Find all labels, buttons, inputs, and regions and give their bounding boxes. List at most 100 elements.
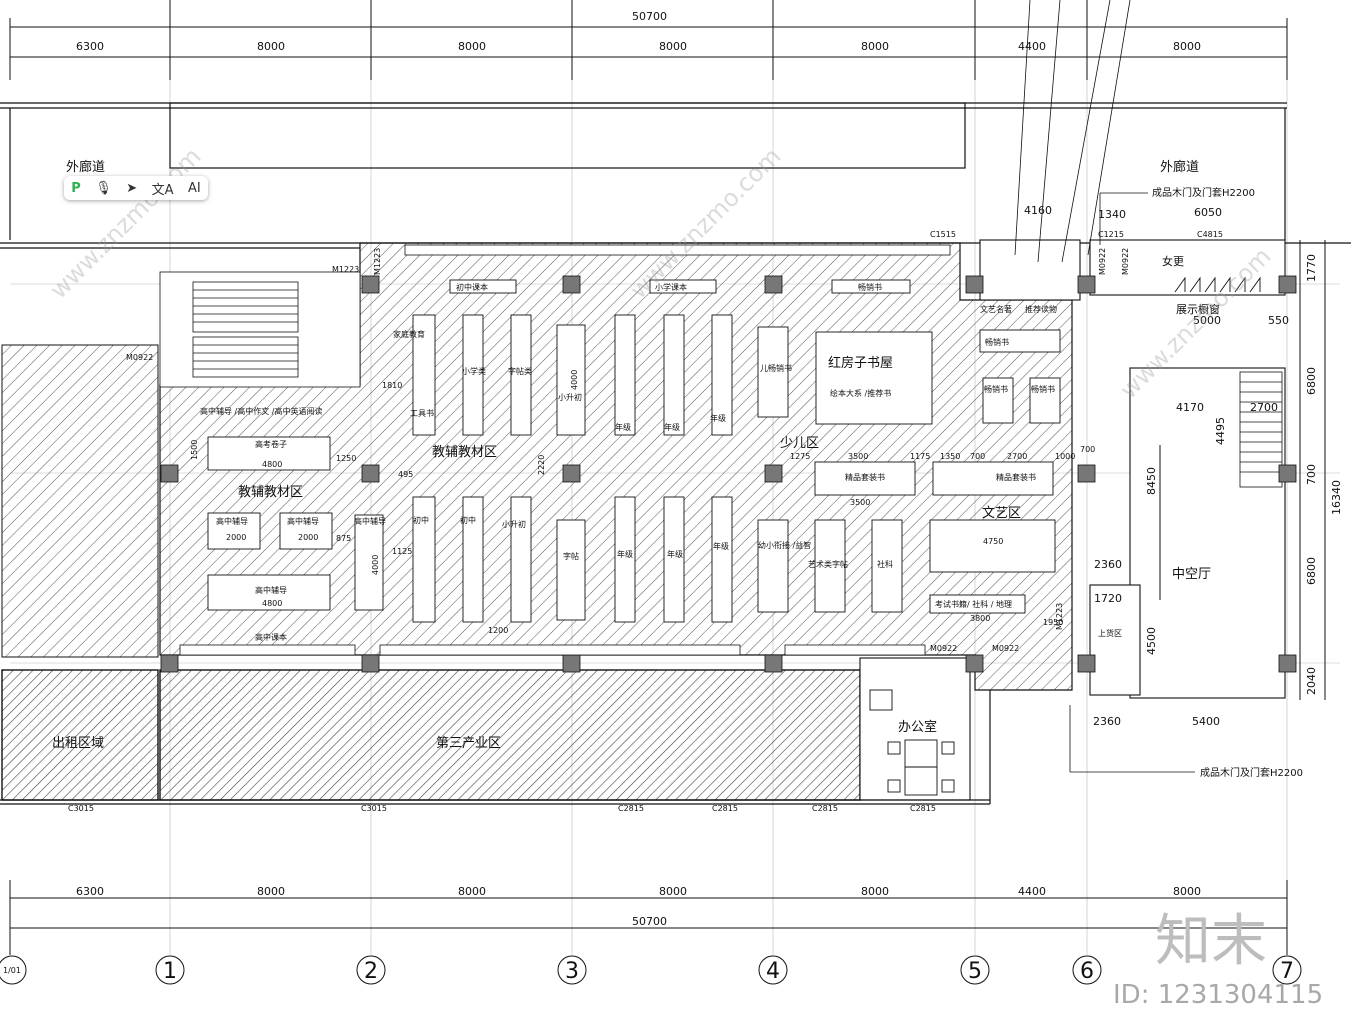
shelf-label-2: 小学课本 [655, 282, 687, 292]
shelf-label-25: 精品套装书 [845, 472, 885, 482]
office-furniture [869, 689, 955, 796]
atrium-stairs [1239, 371, 1283, 488]
bottom-dimensions [9, 880, 1288, 955]
note-door-top: 成品木门及门套H2200 [1152, 186, 1255, 199]
zone-children: 少儿区 [780, 436, 819, 451]
window-c1515: C1515 [930, 230, 956, 239]
dim-1500: 1500 [190, 440, 199, 460]
window-c3015b: C3015 [361, 804, 387, 813]
dim-2700: 2700 [1250, 401, 1278, 414]
dim-bay-1: 6300 [76, 40, 104, 53]
dim-4495: 4495 [1214, 417, 1227, 445]
zone-red-house: 红房子书屋 [828, 355, 893, 371]
floating-toolbar: P 🎙 ➤ 文A AI [64, 176, 208, 200]
dim-inner-8450: 8450 [1145, 467, 1158, 495]
send-icon[interactable]: ➤ [126, 180, 138, 196]
dim-inner-4500: 4500 [1145, 627, 1158, 655]
dim-875: 875 [336, 534, 351, 543]
zone-picture-books: 绘本大系 /推荐书 [830, 388, 891, 398]
shelf-label-20: 高中辅导 [216, 516, 248, 526]
shelf-label-37: 考试书籍/ 社科 / 地理 [935, 599, 1012, 609]
dim-total-bottom: 50700 [632, 915, 667, 928]
shelf-label-27: 初中 [413, 515, 429, 525]
dim-2000a: 2000 [226, 533, 246, 542]
shelf-label-33: 年级 [713, 541, 729, 551]
shelf-label-26: 精品套装书 [996, 472, 1036, 482]
window-c4815: C4815 [1197, 230, 1223, 239]
door-m1: M1223 [1055, 603, 1064, 630]
dim-1350: 1350 [940, 452, 960, 461]
showcase-shelves [1174, 276, 1261, 293]
dim-3500b: 3500 [850, 498, 870, 507]
door-m0922e: M0922 [1121, 248, 1130, 275]
dim-1950: 1950 [1043, 618, 1063, 627]
dim-bottom-bay-6: 4400 [1018, 885, 1046, 898]
axis-label-1: 1 [163, 959, 177, 984]
dim-5400: 5400 [1192, 715, 1220, 728]
axis-label-4: 4 [766, 959, 780, 984]
shelf-label-34: 幼小衔接 /益智 [758, 540, 811, 550]
shelf-label-22: 高中辅导 [354, 516, 386, 526]
dim-bay-4: 8000 [659, 40, 687, 53]
window-c2815d: C2815 [910, 804, 936, 813]
top-wall-shelves [179, 244, 951, 656]
shelf-label-6: 小学类 [462, 366, 486, 376]
shelf-label-7: 字帖类 [508, 366, 532, 376]
shelf-label-16: 畅销书 [984, 384, 1008, 394]
zone-locker: 女更 [1162, 254, 1184, 268]
translate-icon[interactable]: 文A [151, 182, 174, 198]
axis-label-2: 2 [364, 959, 378, 984]
dim-4160: 4160 [1024, 204, 1052, 217]
door-m0922b: M0922 [930, 644, 957, 653]
zone-corridor-left: 外廊道 [66, 159, 105, 175]
dim-700a: 700 [970, 452, 985, 461]
dim-bay-2: 8000 [257, 40, 285, 53]
zone-teaching-center: 教辅教材区 [432, 444, 497, 460]
shelf-label-28: 初中 [460, 515, 476, 525]
dim-3800: 3800 [970, 614, 990, 623]
zone-loading: 上货区 [1098, 628, 1122, 638]
window-c2815c: C2815 [812, 804, 838, 813]
door-m1223a: M1223 [332, 265, 359, 274]
shelf-label-17: 畅销书 [1031, 384, 1055, 394]
shelf-label-35: 艺术类字帖 [808, 559, 848, 569]
dim-2700b: 2700 [1007, 452, 1027, 461]
shelf-label-12: 儿畅销书 [760, 363, 792, 373]
dim-2360a: 2360 [1094, 558, 1122, 571]
tertiary-area [159, 669, 861, 801]
shelf-label-19: 高考卷子 [255, 439, 287, 449]
dim-6050: 6050 [1194, 206, 1222, 219]
left-hatched-block [1, 344, 159, 658]
zone-tertiary: 第三产业区 [436, 736, 501, 751]
shelf-label-13: 文艺名著 [980, 304, 1012, 314]
rental-area [1, 669, 159, 801]
shelf-label-9: 年级 [615, 422, 631, 432]
dim-5000: 5000 [1193, 314, 1221, 327]
window-c3015a: C3015 [68, 804, 94, 813]
dim-700b: 700 [1080, 445, 1095, 454]
dim-1125: 1125 [392, 547, 412, 556]
dim-1200: 1200 [488, 626, 508, 635]
pin-icon[interactable]: P [71, 180, 81, 196]
shelf-label-11: 年级 [710, 413, 726, 423]
dim-right-6800a: 6800 [1305, 367, 1318, 395]
bottom-wall [0, 690, 991, 805]
zone-showcase: 展示橱窗 [1176, 302, 1220, 316]
zone-corridor-right: 外廊道 [1160, 159, 1199, 175]
watermark-id: ID: 1231304115 [1113, 980, 1323, 1010]
microphone-icon[interactable]: 🎙 [95, 180, 112, 196]
dim-2000b: 2000 [298, 533, 318, 542]
shelf-label-8: 小升初 [558, 392, 582, 402]
dim-bay-3: 8000 [458, 40, 486, 53]
shelf-label-24: 高中课本 [255, 632, 287, 642]
dim-total-top: 50700 [632, 10, 667, 23]
shelf-label-3: 畅销书 [858, 282, 882, 292]
door-m0922a: M0922 [126, 353, 153, 362]
zone-rental: 出租区域 [52, 736, 104, 751]
shelf-label-18: 高中辅导 /高中作文 /高中英语阅读 [200, 406, 322, 416]
dim-2360b: 2360 [1093, 715, 1121, 728]
ai-icon[interactable]: AI [187, 180, 201, 196]
dim-3500a: 3500 [848, 452, 868, 461]
dim-550: 550 [1268, 314, 1289, 327]
